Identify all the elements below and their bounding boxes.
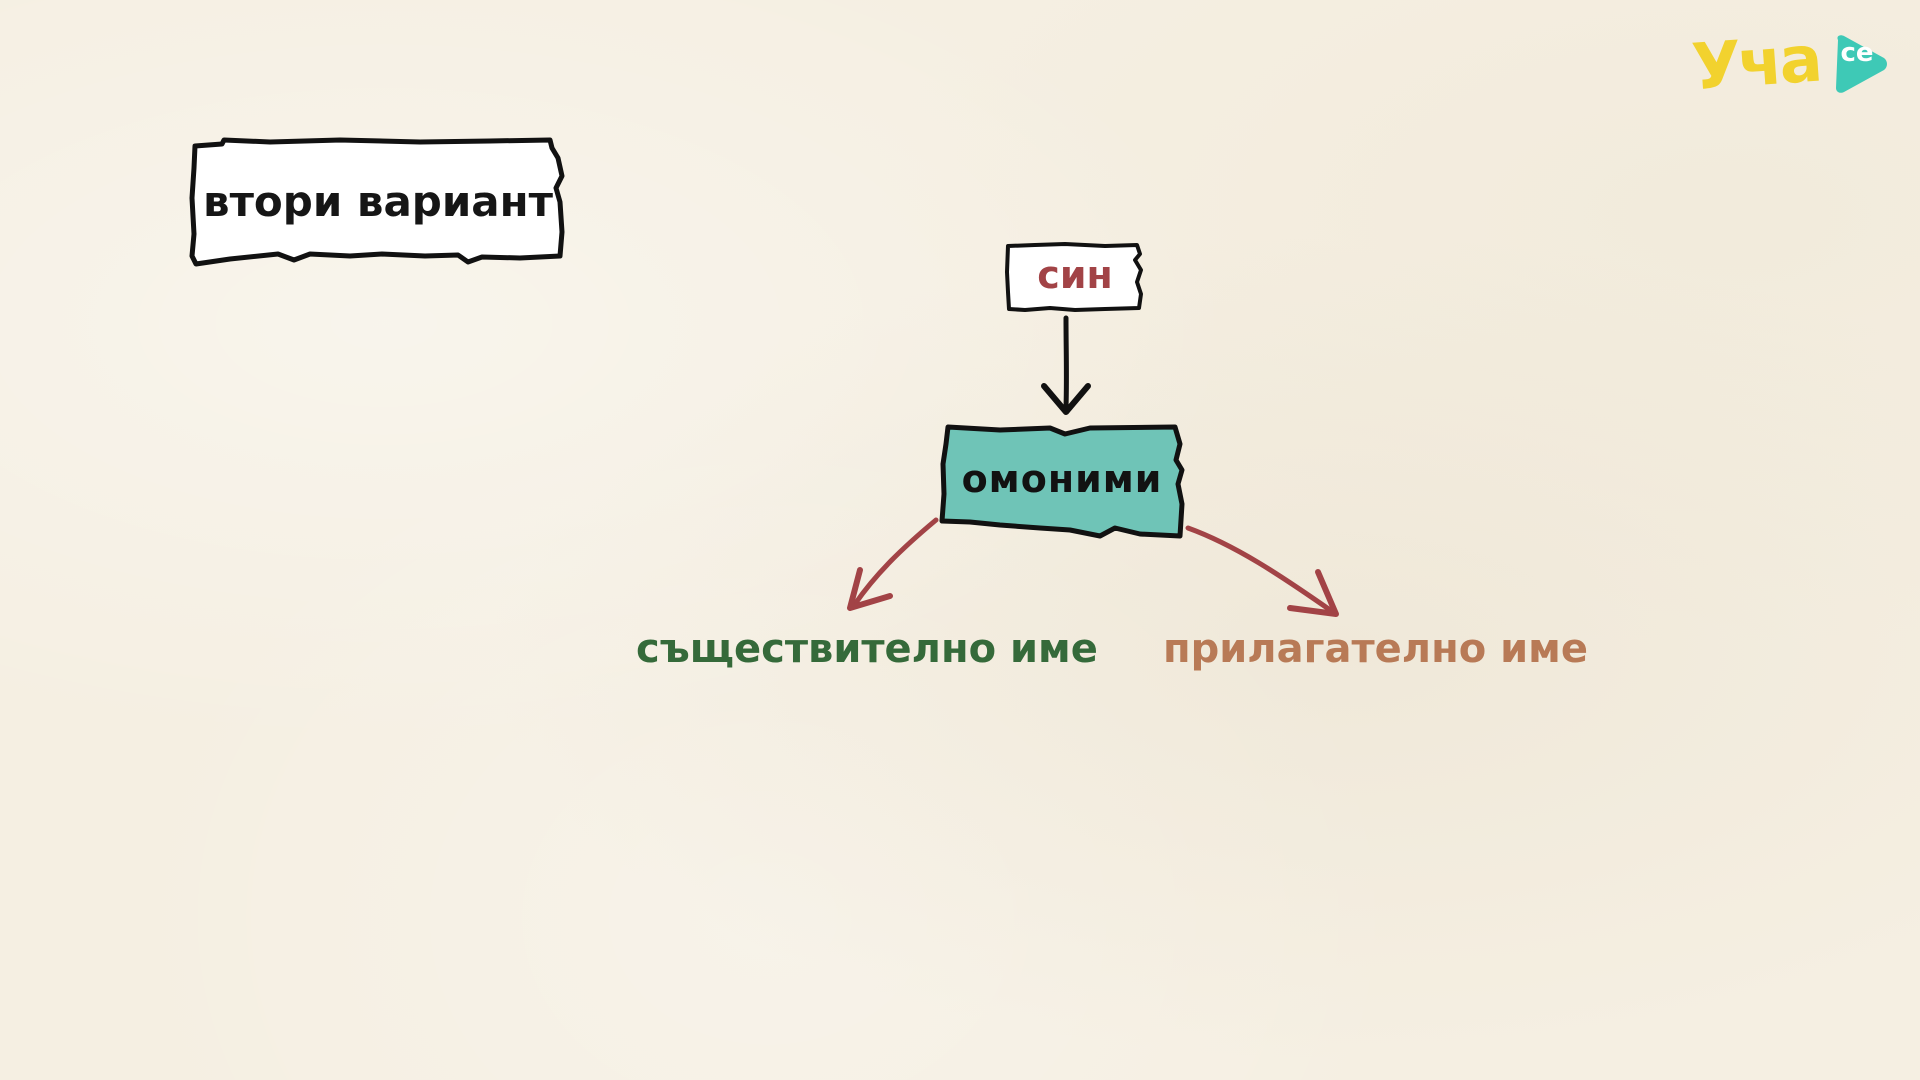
brand-logo: Уча се	[1688, 22, 1894, 108]
variant-label-frame	[189, 137, 565, 267]
source-word: син	[1037, 253, 1113, 297]
variant-label-box: втори вариант	[189, 137, 566, 270]
center-label: омоними	[961, 457, 1163, 501]
right-branch-arrow	[1185, 525, 1339, 617]
branch-label-adjective: прилагателно име	[1163, 626, 1588, 672]
play-badge-icon: се	[1830, 34, 1890, 94]
source-word-frame	[1005, 242, 1143, 312]
variant-label: втори вариант	[202, 176, 553, 226]
branch-label-noun: съществително име	[636, 626, 1098, 672]
brand-logo-text: Уча	[1689, 22, 1822, 106]
center-label-frame	[939, 424, 1185, 539]
brand-logo-badge-text: се	[1840, 38, 1874, 68]
center-label-box: омоними	[939, 424, 1185, 540]
left-branch-arrow	[847, 517, 939, 611]
down-arrow	[1041, 315, 1091, 415]
source-word-box: син	[1005, 242, 1145, 312]
